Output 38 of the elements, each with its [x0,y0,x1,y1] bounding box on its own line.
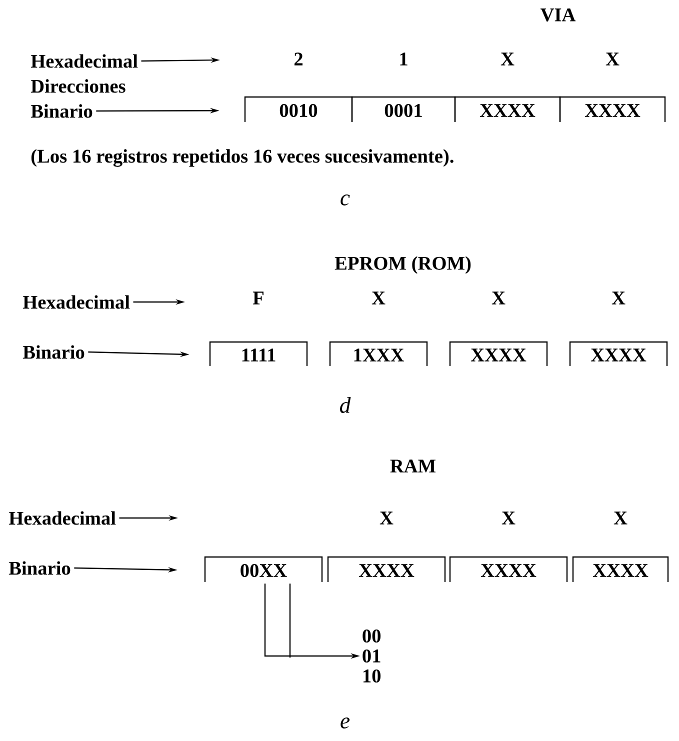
hex-digit: X [492,292,506,304]
hex-digit: 2 [294,52,303,66]
panel-letter: d [340,397,351,413]
row-label: Binario [30,104,92,118]
row-label: Binario [8,561,70,575]
row-label: Binario [22,345,84,359]
value-list: 00 01 10 [362,629,381,683]
hex-digit: X [606,52,620,66]
hex-digit: X [612,292,626,304]
bracket-box: XXXX [569,341,668,366]
hex-digit: X [372,292,386,304]
bracket-box: XXXX [454,96,561,122]
row-label: Hexadecimal [8,511,116,525]
bracket-box: XXXX [572,556,669,582]
panel-title: EPROM (ROM) [334,256,471,274]
panel-title: RAM [390,460,436,472]
panel-title: VIA [540,8,576,22]
row-label: Hexadecimal [22,295,130,309]
hex-digit: 1 [400,52,408,66]
hex-digit: X [614,512,628,524]
note: (Los 16 registros repetidos 16 veces sucesivamente). [31,149,454,167]
bracket-box: 0010 [244,96,353,122]
bracket-box: 1111 [209,341,308,366]
row-label: Hexadecimal [30,54,138,68]
hex-digit: X [380,512,394,524]
panel-letter: c [340,194,350,206]
bracket-box: XXXX [449,556,568,582]
bracket-box: 00XX [204,556,323,582]
bracket-box: XXXX [449,341,548,366]
hex-digit: X [502,512,516,524]
bracket-box: 0001 [351,96,456,122]
bracket-box: XXXX [559,96,666,122]
hex-digit: X [500,52,514,66]
panel-letter: e [340,718,350,728]
bracket-box: XXXX [327,556,446,582]
note: Direcciones [30,79,126,93]
hex-digit: F [252,292,264,304]
bracket-box: 1XXX [329,341,428,366]
